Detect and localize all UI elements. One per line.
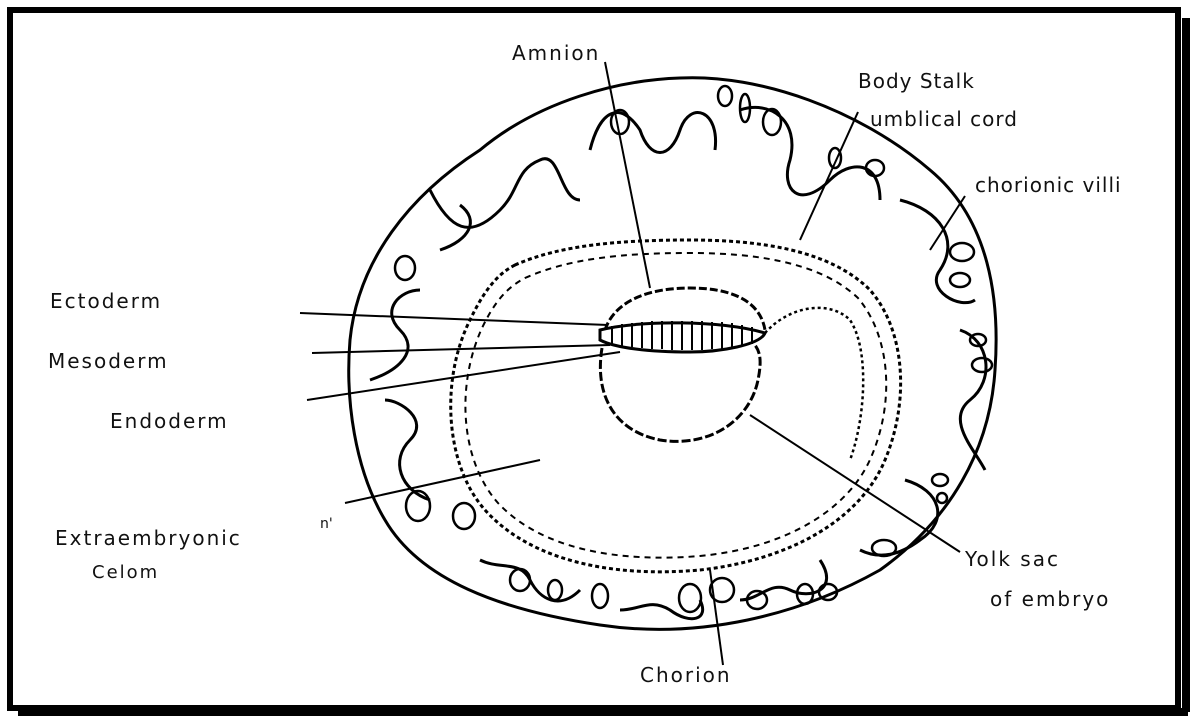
frame-shadow-bottom xyxy=(18,708,1188,716)
inner-chorion-boundary xyxy=(451,240,901,572)
label-yolk-sac: Yolk sac xyxy=(964,547,1060,571)
label-umbilical-cord: umblical cord xyxy=(870,107,1018,131)
label-endoderm: Endoderm xyxy=(110,409,229,433)
label-chorion: Chorion xyxy=(640,663,732,687)
label-extraembryonic: Extraembryonic xyxy=(55,526,242,550)
outer-chorion-outline xyxy=(349,78,996,630)
label-stray-mark: n' xyxy=(320,516,333,532)
label-body-stalk: Body Stalk xyxy=(858,69,975,93)
frame-shadow-right xyxy=(1182,18,1190,712)
label-ectoderm: Ectoderm xyxy=(50,289,162,313)
embryonic-disc xyxy=(600,321,765,352)
inner-chorion-boundary-2 xyxy=(465,253,886,558)
label-of-embryo: of embryo xyxy=(990,587,1110,611)
label-amnion: Amnion xyxy=(512,41,600,65)
label-chorionic-villi: chorionic villi xyxy=(975,173,1122,197)
yolk-sac xyxy=(600,345,760,441)
body-stalk xyxy=(765,308,863,460)
label-celom: Celom xyxy=(92,562,159,583)
label-mesoderm: Mesoderm xyxy=(48,349,169,373)
